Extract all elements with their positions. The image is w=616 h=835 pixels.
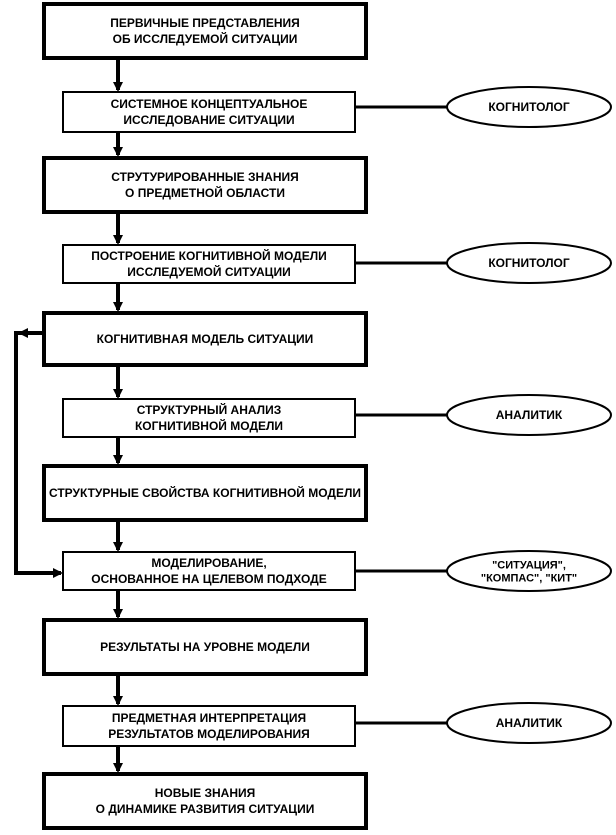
process-box-label: РЕЗУЛЬТАТОВ МОДЕЛИРОВАНИЯ: [108, 727, 310, 741]
process-box-label: СТРУКТУРНЫЙ АНАЛИЗ: [137, 402, 282, 417]
actor-ellipse-shape: [446, 702, 612, 744]
process-box-cognitive-model: КОГНИТИВНАЯ МОДЕЛЬ СИТУАЦИИ: [42, 311, 368, 367]
process-box-label: МОДЕЛИРОВАНИЕ,: [151, 556, 266, 570]
actor-ellipse-shape: [446, 86, 612, 128]
process-box-frame: [62, 551, 356, 591]
process-box-model-results: РЕЗУЛЬТАТЫ НА УРОВНЕ МОДЕЛИ: [42, 618, 368, 676]
process-box-label: О ДИНАМИКЕ РАЗВИТИЯ СИТУАЦИИ: [96, 802, 315, 816]
process-box-modeling: МОДЕЛИРОВАНИЕ, ОСНОВАННОЕ НА ЦЕЛЕВОМ ПОДХ…: [62, 551, 356, 591]
process-box-model-building: ПОСТРОЕНИЕ КОГНИТИВНОЙ МОДЕЛИИССЛЕДУЕМОЙ…: [62, 244, 356, 284]
process-box-label: ОСНОВАННОЕ НА ЦЕЛЕВОМ ПОДХОДЕ: [91, 572, 326, 586]
process-box-interpretation: ПРЕДМЕТНАЯ ИНТЕРПРЕТАЦИЯ РЕЗУЛЬТАТОВ МОДЕ…: [62, 705, 356, 747]
actor-ellipse-cognitologist-2: КОГНИТОЛОГ: [446, 242, 612, 284]
actor-ellipse-shape: [446, 394, 612, 436]
feedback-loop-line: [14, 331, 63, 578]
process-box-label: ПЕРВИЧНЫЕ ПРЕДСТАВЛЕНИЯ: [110, 16, 300, 30]
actor-label: КОГНИТОЛОГ: [488, 100, 570, 114]
process-box-frame: [42, 464, 368, 522]
process-box-frame: [62, 398, 356, 438]
process-box-label: ПОСТРОЕНИЕ КОГНИТИВНОЙ МОДЕЛИ: [91, 248, 327, 263]
actor-label: АНАЛИТИК: [496, 408, 563, 422]
actor-ellipse-shape: [446, 550, 612, 592]
actor-ellipse-shape: [446, 242, 612, 284]
process-box-frame: [42, 156, 368, 214]
process-box-structural-properties: СТРУКТУРНЫЕ СВОЙСТВА КОГНИТИВНОЙ МОДЕЛИ: [42, 464, 368, 522]
process-box-label: ИССЛЕДОВАНИЕ СИТУАЦИИ: [123, 113, 294, 127]
process-box-label: СТРУТУРИРОВАННЫЕ ЗНАНИЯ: [111, 170, 299, 184]
actor-label: КОГНИТОЛОГ: [488, 256, 570, 270]
process-box-label: ИССЛЕДУЕМОЙ СИТУАЦИИ: [127, 264, 290, 279]
process-box-label: КОГНИТИВНАЯ МОДЕЛЬ СИТУАЦИИ: [97, 332, 314, 346]
process-box-new-knowledge: НОВЫЕ ЗНАНИЯ О ДИНАМИКЕ РАЗВИТИЯ СИТУАЦИИ: [42, 772, 368, 830]
process-box-frame: [62, 91, 356, 133]
actor-label: "КОМПАС", "КИТ": [481, 573, 577, 585]
process-box-frame: [42, 311, 368, 367]
process-box-system-research: СИСТЕМНОЕ КОНЦЕПТУАЛЬНОЕ ИССЛЕДОВАНИЕ СИТ…: [62, 91, 356, 133]
feedback-loop-arrowhead: [18, 328, 28, 338]
process-box-frame: [42, 618, 368, 676]
process-box-label: О ПРЕДМЕТНОЙ ОБЛАСТИ: [125, 185, 285, 200]
process-box-frame: [62, 244, 356, 284]
actor-ellipse-analyst-1: АНАЛИТИК: [446, 394, 612, 436]
process-box-label: РЕЗУЛЬТАТЫ НА УРОВНЕ МОДЕЛИ: [100, 640, 310, 654]
actor-ellipse-analyst-2: АНАЛИТИК: [446, 702, 612, 744]
process-box-frame: [62, 705, 356, 747]
process-box-label: СИСТЕМНОЕ КОНЦЕПТУАЛЬНОЕ: [111, 97, 308, 111]
actor-label: АНАЛИТИК: [496, 716, 563, 730]
process-box-label: КОГНИТИВНОЙ МОДЕЛИ: [135, 418, 283, 433]
process-box-label: ПРЕДМЕТНАЯ ИНТЕРПРЕТАЦИЯ: [112, 711, 306, 725]
actor-ellipse-cognitologist-1: КОГНИТОЛОГ: [446, 86, 612, 128]
process-box-frame: [42, 772, 368, 830]
actor-ellipse-tools: "СИТУАЦИЯ","КОМПАС", "КИТ": [446, 550, 612, 592]
process-box-frame: [42, 2, 368, 60]
process-box-label: ОБ ИССЛЕДУЕМОЙ СИТУАЦИИ: [113, 31, 298, 46]
actor-label: "СИТУАЦИЯ",: [492, 560, 566, 572]
process-box-label: НОВЫЕ ЗНАНИЯ: [155, 786, 256, 800]
process-box-label: СТРУКТУРНЫЕ СВОЙСТВА КОГНИТИВНОЙ МОДЕЛИ: [49, 485, 361, 500]
